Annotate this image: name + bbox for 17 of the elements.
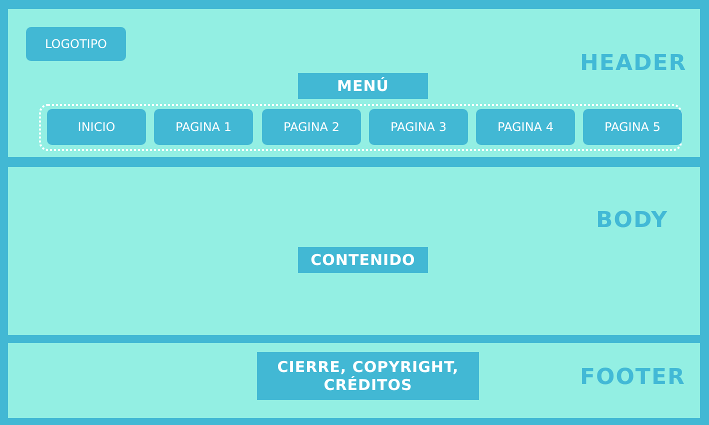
content-block: CONTENIDO [298, 247, 428, 273]
body-section [8, 167, 700, 335]
menu-item: PAGINA 5 [583, 109, 682, 145]
menu-item: PAGINA 2 [262, 109, 361, 145]
menu-heading: MENÚ [298, 73, 428, 99]
menu-item: PAGINA 4 [476, 109, 575, 145]
header-block: LOGOTIPO [26, 27, 126, 61]
menu-item: PAGINA 1 [154, 109, 253, 145]
footer-section [8, 343, 700, 418]
menu-bar [39, 104, 682, 151]
footer-block: CIERRE, COPYRIGHT, CRÉDITOS [257, 352, 479, 400]
menu-item: INICIO [47, 109, 146, 145]
header-section [8, 9, 700, 157]
section-title: FOOTER [580, 365, 686, 390]
menu-item: PAGINA 3 [369, 109, 468, 145]
section-title: HEADER [580, 51, 687, 76]
section-title: BODY [596, 208, 668, 233]
